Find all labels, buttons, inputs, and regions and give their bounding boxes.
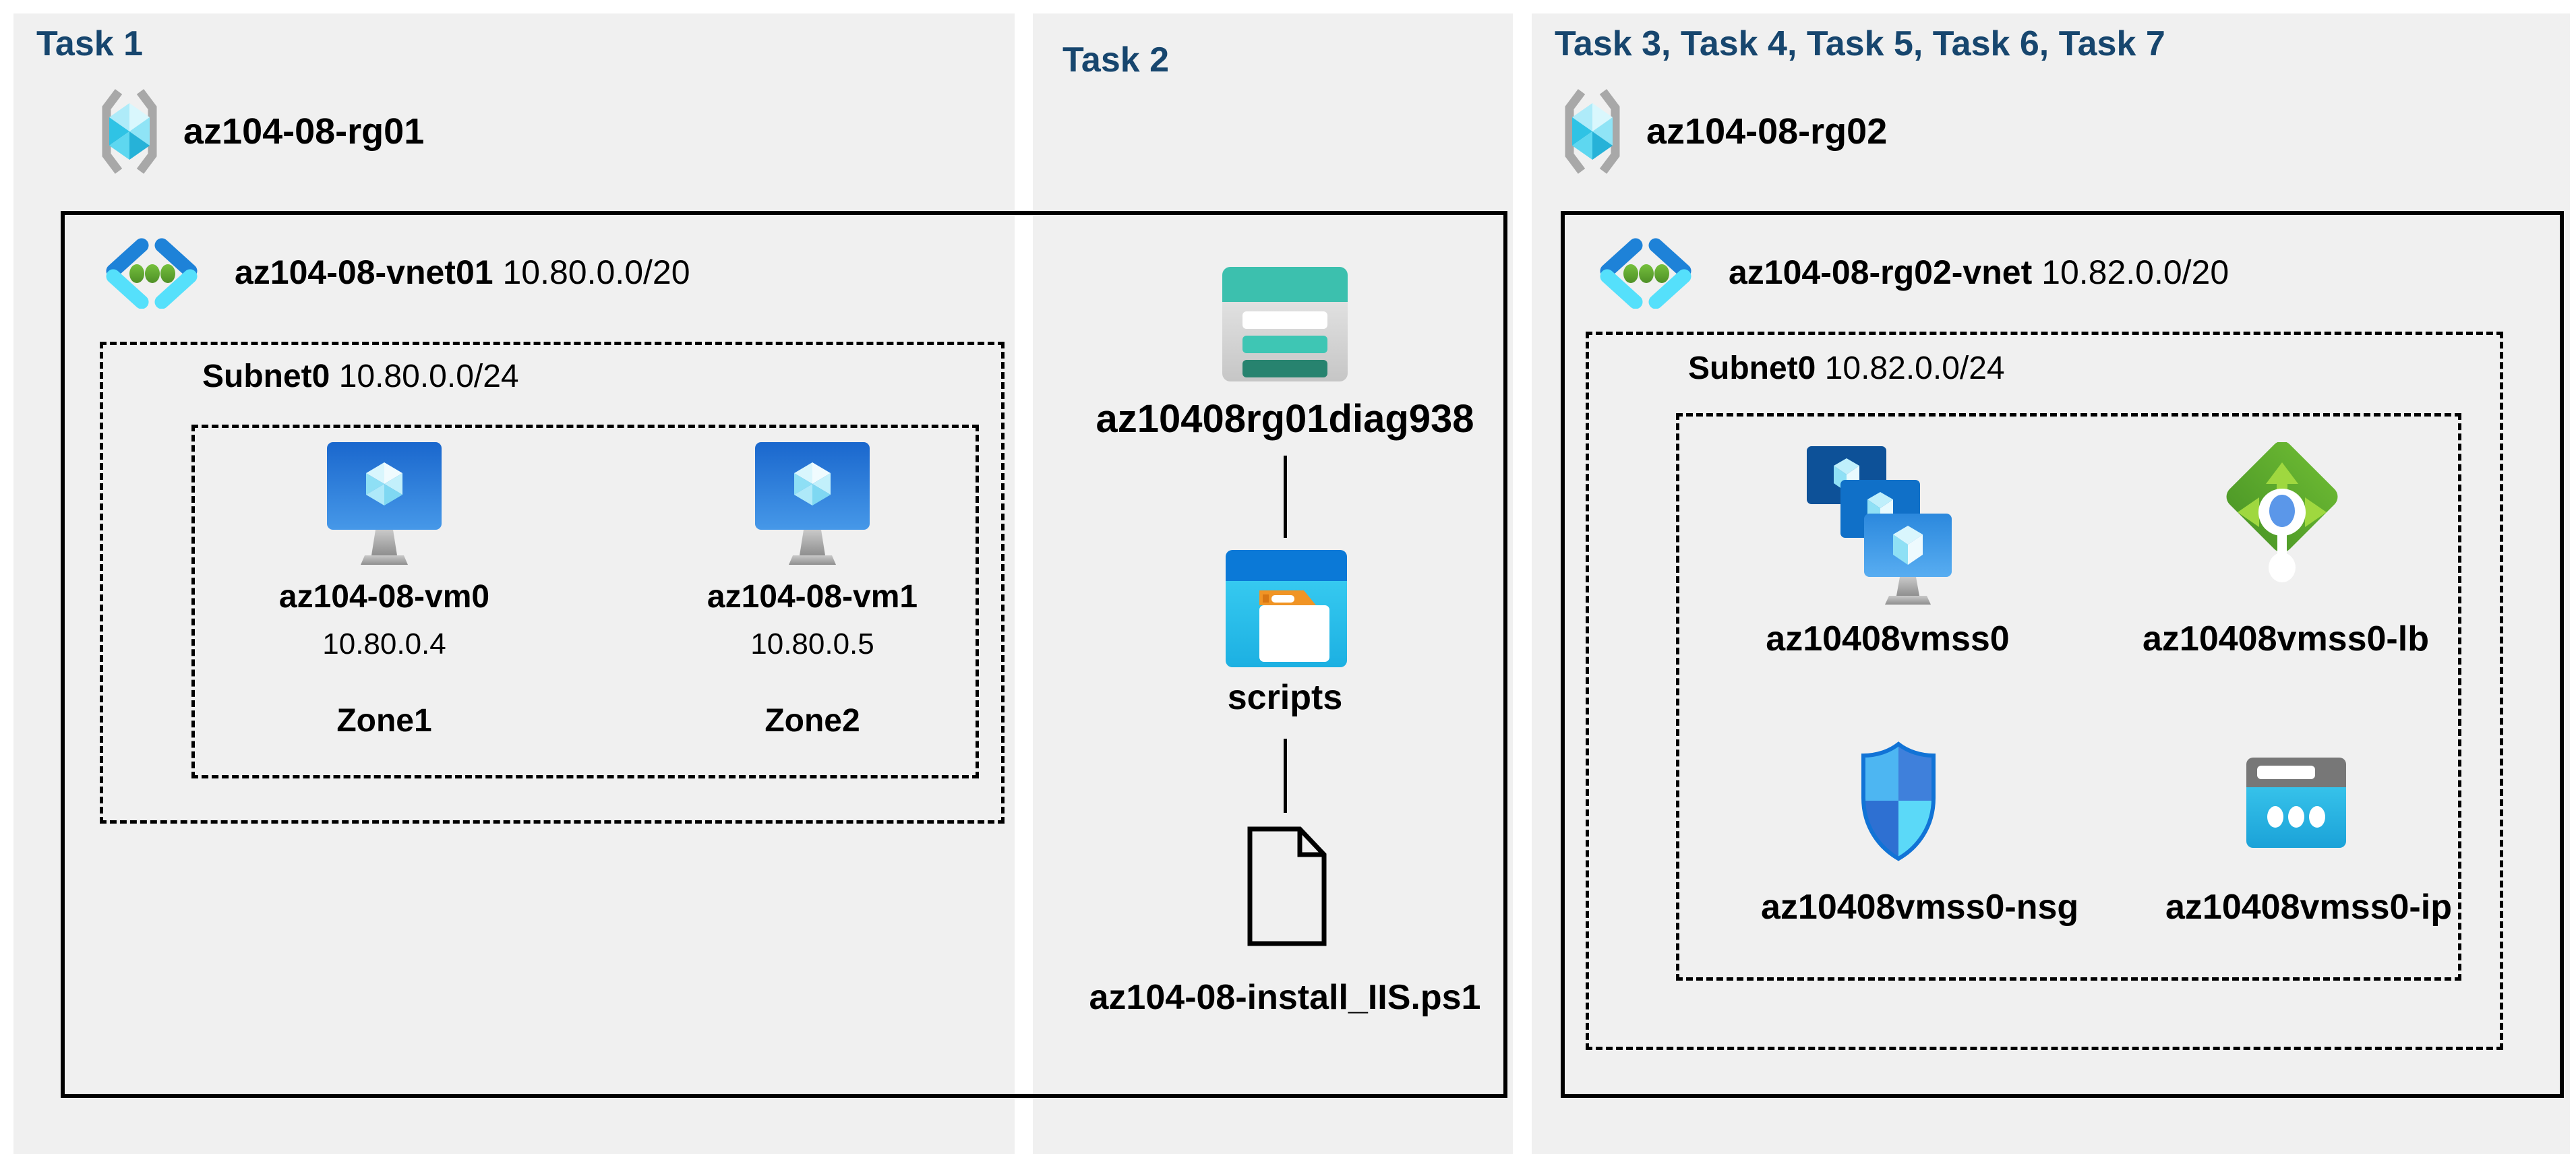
vnet1-name: az104-08-vnet01 — [235, 253, 493, 291]
script-file-icon — [1247, 826, 1327, 946]
subnet3-box — [1586, 332, 2503, 1050]
task1-task2-boundary-box — [61, 211, 1507, 1098]
virtual-machine-icon — [755, 442, 870, 565]
storage-account-icon — [1222, 267, 1348, 381]
task3-title: Task 3, Task 4, Task 5, Task 6, Task 7 — [1555, 24, 2165, 63]
subnet3-cidr: 10.82.0.0/24 — [1824, 350, 2005, 386]
vnet2-label: az104-08-rg02-vnet 10.82.0.0/20 — [1729, 252, 2229, 293]
resource-group-icon — [102, 89, 157, 174]
storage-account-label: az10408rg01diag938 — [1096, 397, 1474, 441]
vnet2-name: az104-08-rg02-vnet — [1729, 253, 2033, 291]
virtual-network-icon — [106, 238, 198, 309]
connector-container-to-file — [1284, 739, 1287, 813]
public-ip-icon — [2246, 758, 2346, 848]
vnet1-label: az104-08-vnet01 10.80.0.0/20 — [235, 252, 690, 293]
load-balancer-label: az10408vmss0-lb — [2143, 619, 2429, 658]
panel-task3 — [1532, 13, 2570, 1154]
vnet2-cidr: 10.82.0.0/20 — [2041, 253, 2229, 291]
blob-container-icon — [1226, 550, 1347, 667]
network-security-group-icon — [1861, 741, 1936, 861]
task2-title: Task 2 — [1062, 40, 1170, 80]
public-ip-label: az10408vmss0-ip — [2165, 888, 2452, 927]
subnet1-label: Subnet0 10.80.0.0/24 — [202, 357, 519, 396]
subnet3-label: Subnet0 10.82.0.0/24 — [1688, 349, 2005, 388]
rg1-label: az104-08-rg01 — [183, 111, 425, 152]
container-label: scripts — [1227, 678, 1343, 717]
load-balancer-icon — [2226, 442, 2338, 582]
vnet1-cidr: 10.80.0.0/20 — [502, 253, 690, 291]
vm1-ip: 10.80.0.5 — [750, 627, 874, 661]
vm-scale-set-icon — [1807, 446, 1952, 605]
vm0-ip: 10.80.0.4 — [322, 627, 446, 661]
subnet3-name: Subnet0 — [1688, 350, 1816, 386]
vm1-zone: Zone2 — [765, 703, 860, 739]
vmss-resources-box — [1676, 413, 2461, 981]
subnet1-name: Subnet0 — [202, 359, 330, 394]
nsg-label: az10408vmss0-nsg — [1761, 888, 2079, 927]
vm0-name: az104-08-vm0 — [278, 579, 490, 615]
vmss-label: az10408vmss0 — [1766, 619, 2010, 658]
rg2-label: az104-08-rg02 — [1646, 111, 1888, 152]
resource-group-icon — [1565, 89, 1620, 174]
virtual-network-icon — [1600, 238, 1691, 309]
subnet1-box — [100, 342, 1005, 824]
virtual-machine-icon — [327, 442, 442, 565]
subnet1-cidr: 10.80.0.0/24 — [338, 359, 519, 394]
task3-boundary-box — [1561, 211, 2564, 1098]
vm1-name: az104-08-vm1 — [707, 579, 918, 615]
vm0-zone: Zone1 — [336, 703, 432, 739]
panel-task1 — [13, 13, 1015, 1154]
availability-zones-box — [191, 425, 979, 778]
script-file-label: az104-08-install_IIS.ps1 — [1089, 978, 1481, 1017]
connector-storage-to-container — [1284, 456, 1287, 538]
task1-title: Task 1 — [36, 24, 144, 63]
